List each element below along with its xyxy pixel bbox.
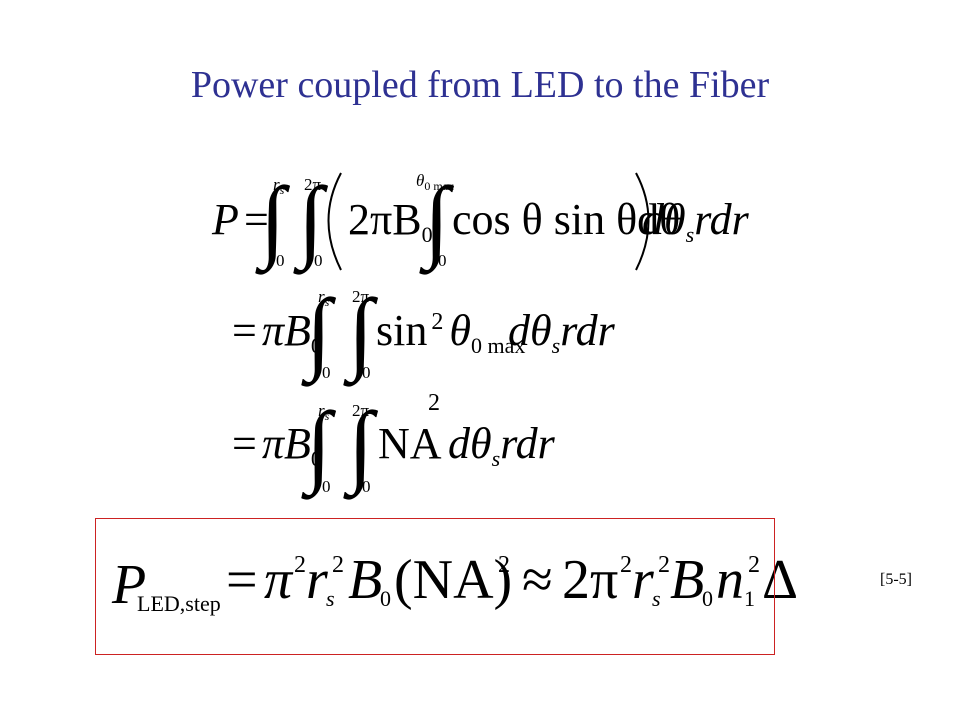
eq1-int3-upper: θ0 max	[416, 171, 454, 193]
result-r-subscript: s	[326, 586, 335, 611]
eq3-na: NA	[378, 419, 442, 468]
result-pi: π	[264, 549, 294, 611]
eq1-int3-lower: 0	[438, 251, 447, 270]
eq1-right-paren	[635, 172, 650, 271]
result-two-pi: 2π	[562, 549, 618, 611]
result-b: B	[348, 549, 382, 611]
result-n: n	[716, 549, 744, 611]
result-na: (NA)	[394, 549, 512, 611]
eq1-tail: dθsrdr	[642, 195, 750, 247]
result-approx: ≈	[522, 549, 553, 611]
result-r: r	[306, 549, 328, 611]
eq3-int2-upper: 2π	[352, 401, 370, 420]
eq2-integral-1: ∫	[301, 280, 336, 387]
result-pi-exponent: 2	[294, 552, 306, 578]
result-lhs-subscript: LED,step	[137, 591, 221, 616]
eq3-integral-2: ∫	[343, 393, 378, 500]
eq1-left-paren	[327, 172, 342, 271]
eq3-integral-1: ∫	[301, 393, 336, 500]
result-pi-exponent-2: 2	[620, 552, 632, 578]
reference-label: [5-5]	[880, 571, 912, 588]
result-b2-subscript: 0	[702, 586, 713, 611]
eq3-equals: =	[232, 419, 257, 468]
eq1-int2-lower: 0	[314, 251, 323, 270]
result-highlight-box	[95, 518, 775, 655]
result-n-subscript: 1	[744, 586, 755, 611]
eq1-integrand: cos θ sin θdθ	[452, 195, 680, 244]
result-b2: B	[670, 549, 704, 611]
eq1-int2-upper: 2π	[304, 175, 322, 194]
eq3-na-exponent: 2	[428, 390, 440, 416]
result-formula: P LED,step = π 2 r s 2 B 0 (NA) 2 ≈ 2π 2…	[111, 549, 798, 616]
result-na-exponent: 2	[498, 552, 510, 578]
equation-1: P = ∫ rs 0 ∫ 2π 0 2πB0 ∫ θ0 max 0 cos θ …	[211, 168, 750, 275]
result-equals: =	[226, 549, 258, 611]
eq3-int2-lower: 0	[362, 477, 371, 496]
eq2-int1-lower: 0	[322, 363, 331, 382]
eq2-integral-2: ∫	[343, 280, 378, 387]
eq2-int2-upper: 2π	[352, 287, 370, 306]
eq3-int1-upper: rs	[318, 401, 330, 423]
result-delta: Δ	[762, 549, 798, 611]
result-r2-subscript: s	[652, 586, 661, 611]
eq2-tail: dθsrdr	[508, 306, 616, 358]
eq3-tail: dθsrdr	[448, 419, 556, 471]
slide-title: Power coupled from LED to the Fiber	[190, 64, 770, 106]
result-n-exponent: 2	[748, 552, 760, 578]
eq1-int1-upper: rs	[273, 175, 285, 197]
equation-3: = πB0 ∫ rs 0 ∫ 2π 0 NA 2 dθsrdr	[232, 390, 556, 500]
result-lhs: P	[111, 554, 146, 616]
result-r-exponent: 2	[332, 552, 344, 578]
eq1-lhs: P	[211, 195, 239, 244]
eq1-integral-1: ∫	[255, 168, 290, 275]
eq3-term: πB0	[262, 419, 322, 471]
result-r2: r	[632, 549, 654, 611]
eq1-equals: =	[244, 195, 269, 244]
result-b-subscript: 0	[380, 586, 391, 611]
eq2-equals: =	[232, 306, 257, 355]
result-r2-exponent: 2	[658, 552, 670, 578]
eq1-term: 2πB0	[348, 195, 433, 247]
eq1-integral-3: ∫	[419, 168, 454, 275]
eq2-term: πB0	[262, 306, 322, 358]
eq2-int2-lower: 0	[362, 363, 371, 382]
eq2-int1-upper: rs	[318, 287, 330, 309]
eq1-int1-lower: 0	[276, 251, 285, 270]
eq3-int1-lower: 0	[322, 477, 331, 496]
eq1-integral-2: ∫	[293, 168, 328, 275]
